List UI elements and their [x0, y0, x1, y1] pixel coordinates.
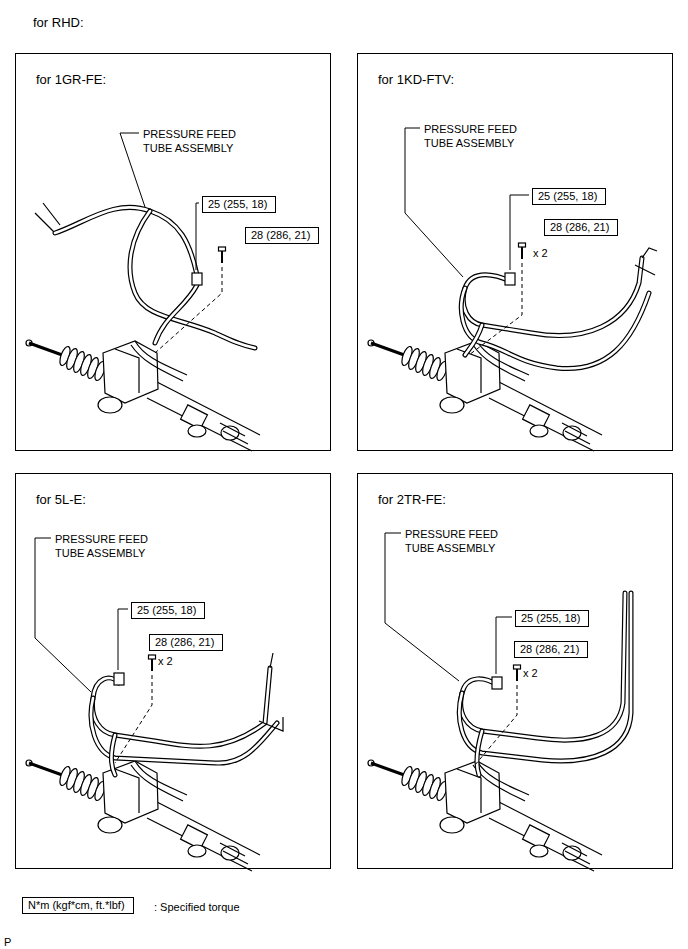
torque-value: 28 (286, 21)	[550, 221, 609, 233]
torque-value: 28 (286, 21)	[251, 229, 310, 241]
note-text: x 2	[523, 666, 538, 680]
engine-panel: for 1KD-FTV: 25 (255, 18) 28 (286, 21)	[357, 53, 673, 451]
panel-heading: for 1GR-FE:	[36, 72, 106, 87]
torque-box: 25 (255, 18)	[515, 610, 589, 627]
part-name: PRESSURE FEED TUBE ASSEMBLY	[424, 122, 532, 150]
engine-panel: for 1GR-FE: 25 (255, 18) 28 (286, 21)	[15, 53, 331, 451]
torque-value: N*m (kgf*cm, ft.*lbf)	[28, 899, 125, 911]
torque-value: 28 (286, 21)	[520, 643, 579, 655]
torque-box: 28 (286, 21)	[245, 227, 319, 244]
part-name: PRESSURE FEED TUBE ASSEMBLY	[143, 127, 251, 155]
torque-box: 25 (255, 18)	[131, 602, 205, 619]
page-mark: P	[4, 935, 11, 949]
panel-heading: for 1KD-FTV:	[378, 72, 454, 87]
diagram-title: for RHD:	[33, 15, 84, 30]
part-name: PRESSURE FEED TUBE ASSEMBLY	[405, 527, 513, 555]
torque-value: 25 (255, 18)	[137, 604, 196, 616]
torque-value: 25 (255, 18)	[538, 190, 597, 202]
torque-box: 28 (286, 21)	[544, 219, 618, 236]
torque-value: 28 (286, 21)	[155, 636, 214, 648]
panel-1kd-illustration	[368, 128, 657, 451]
torque-box: 25 (255, 18)	[202, 196, 276, 213]
torque-legend-box: N*m (kgf*cm, ft.*lbf)	[22, 897, 134, 914]
part-name: PRESSURE FEED TUBE ASSEMBLY	[55, 532, 163, 560]
torque-box: 28 (286, 21)	[149, 634, 223, 651]
torque-box: 28 (286, 21)	[514, 641, 588, 658]
note-text: x 2	[158, 654, 173, 668]
panel-heading: for 2TR-FE:	[378, 492, 446, 507]
panel-2tr-illustration	[368, 533, 631, 871]
note-text: : Specified torque	[154, 900, 240, 914]
torque-value: 25 (255, 18)	[521, 612, 580, 624]
panel-1gr-illustration	[26, 133, 260, 451]
panel-5l-illustration	[26, 538, 283, 871]
panel-heading: for 5L-E:	[36, 492, 86, 507]
torque-value: 25 (255, 18)	[208, 198, 267, 210]
note-text: x 2	[533, 246, 548, 260]
torque-box: 25 (255, 18)	[532, 188, 606, 205]
